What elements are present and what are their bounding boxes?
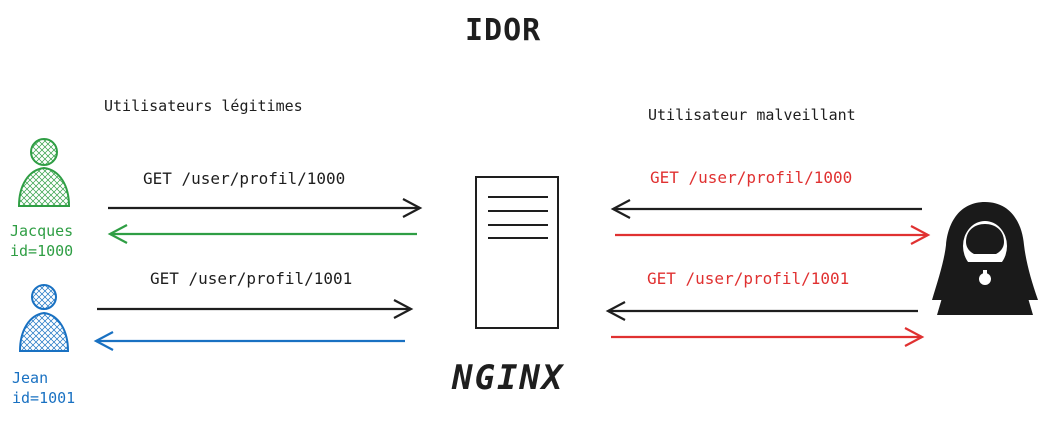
user-jean-id: id=1001 [12,389,76,408]
arrow-response-jean [93,331,405,351]
legit-users-label: Utilisateurs légitimes [104,97,303,115]
arrow-attack-request-1 [610,199,922,219]
server-icon [475,176,559,329]
arrow-request-jean [97,299,414,319]
user-jean-name: Jean [12,369,49,387]
user-icon-jacques [17,138,71,207]
user-jacques-label: Jacques id=1000 [10,221,73,262]
arrow-attack-request-2 [605,301,918,321]
legit-request-2-label: GET /user/profil/1001 [150,269,353,288]
arrow-attack-response-1 [615,225,931,245]
arrow-response-jacques [107,224,417,244]
arrow-request-jacques [108,198,423,218]
malicious-user-label: Utilisateur malveillant [648,106,856,124]
diagram-title: IDOR [465,13,542,48]
server-label: NGINX [452,358,565,398]
arrow-attack-response-2 [611,327,925,347]
attack-request-1-label: GET /user/profil/1000 [650,168,853,187]
user-icon-jean [18,284,70,352]
attack-request-2-label: GET /user/profil/1001 [647,269,850,288]
legit-request-1-label: GET /user/profil/1000 [143,169,346,188]
user-jacques-name: Jacques [10,222,74,240]
user-jacques-id: id=1000 [10,242,74,261]
hacker-icon [932,202,1038,315]
user-jean-label: Jean id=1001 [12,368,75,409]
